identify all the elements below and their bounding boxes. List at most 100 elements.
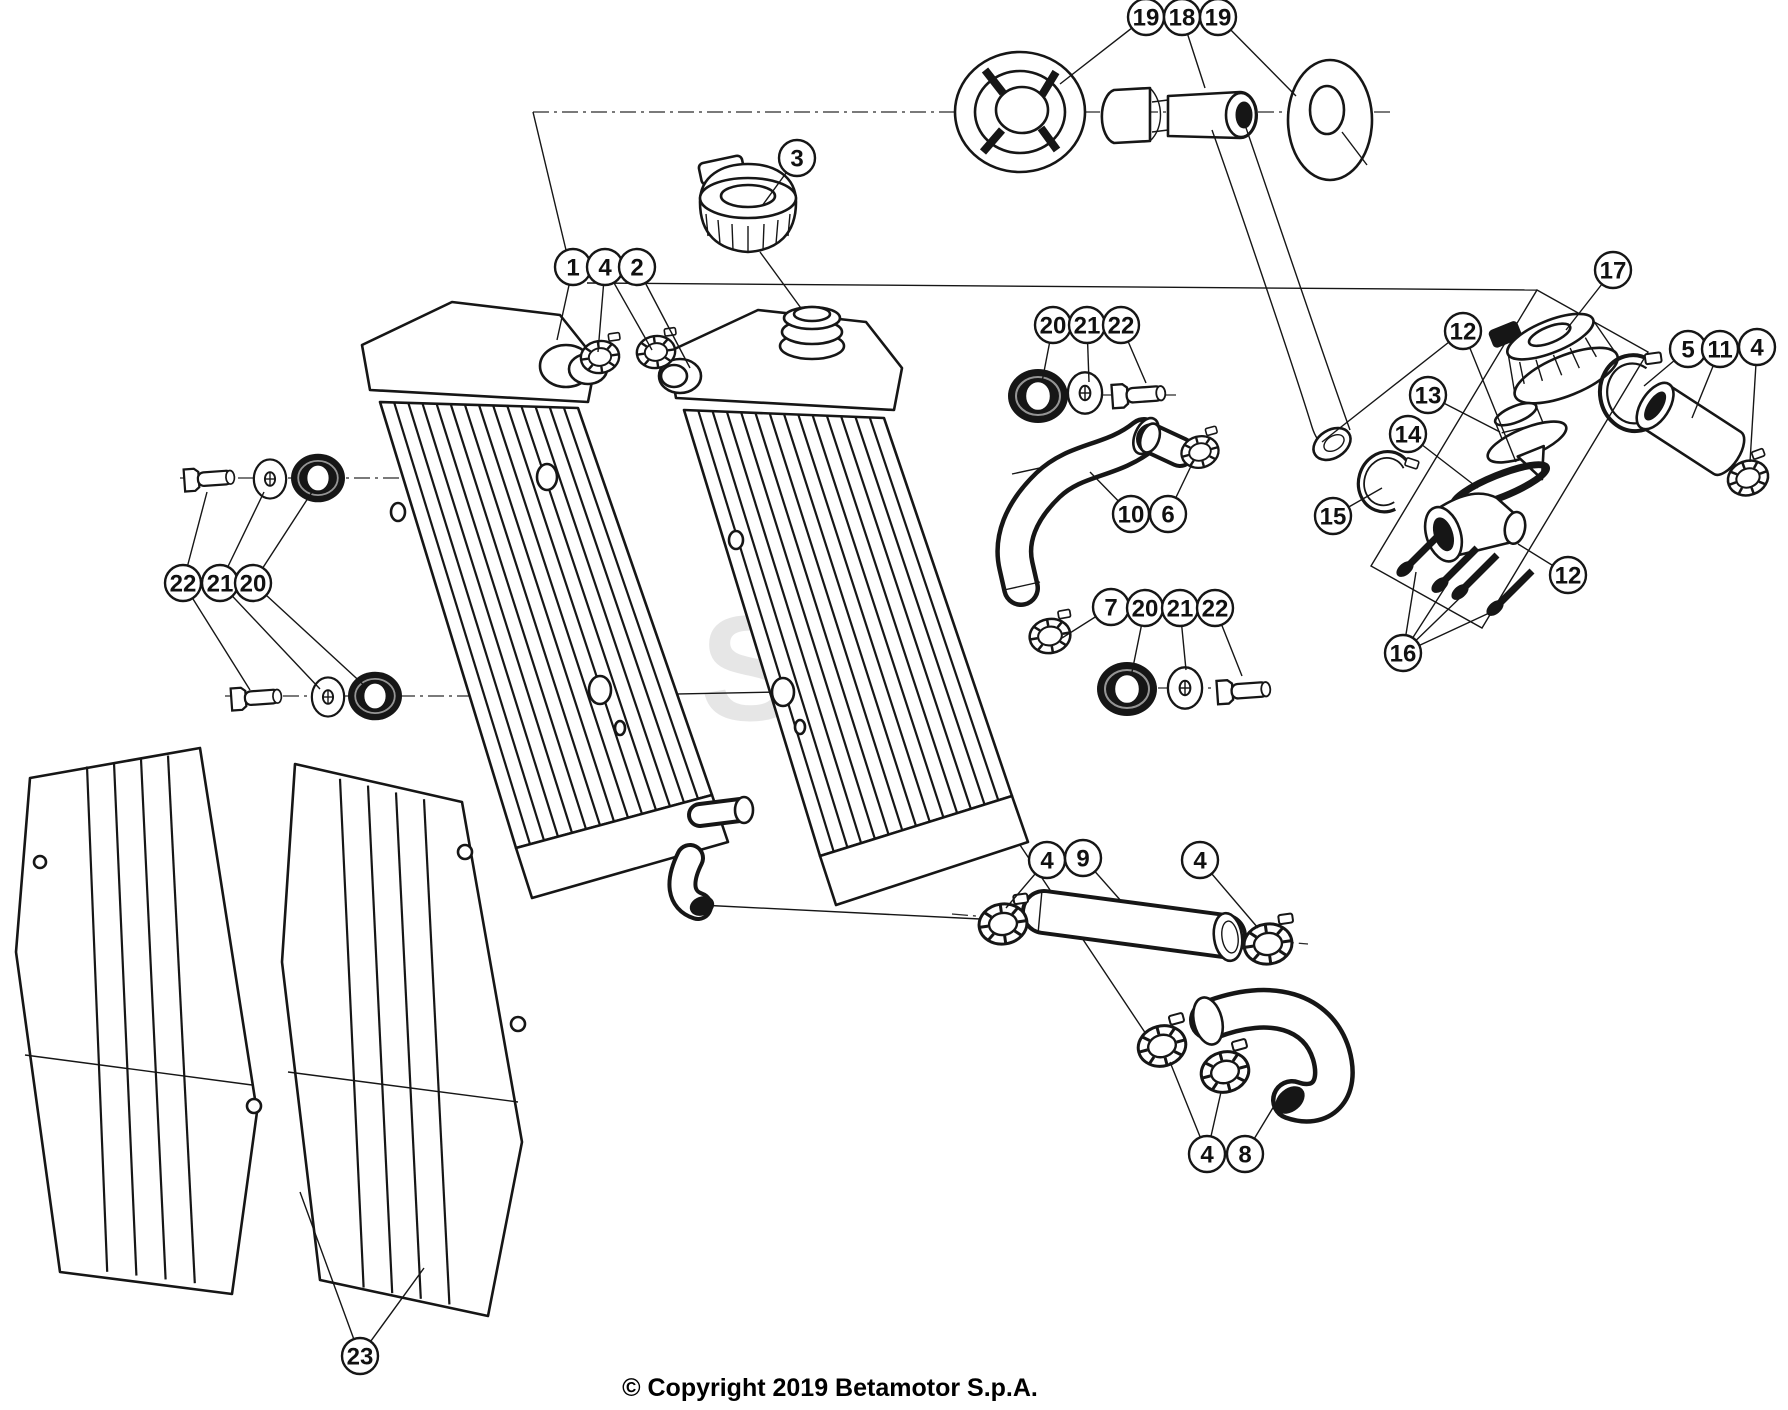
fin-line: [112, 762, 138, 1276]
fin-line: [562, 407, 700, 800]
callout-circle: [617, 247, 657, 287]
callout-number: 12: [1450, 319, 1477, 346]
mount-set-mid-right: [1095, 660, 1273, 718]
fin-line: [825, 415, 959, 814]
fin-line: [548, 406, 686, 803]
fin-line: [811, 414, 945, 818]
callout-number: 4: [1193, 848, 1207, 875]
callout-circle: [1195, 588, 1235, 628]
callout-circle: [777, 138, 817, 178]
callout-number: 1: [566, 255, 579, 282]
callout-22: 22: [1195, 588, 1235, 628]
callout-22: 22: [163, 563, 203, 603]
screw: [1448, 555, 1497, 603]
callout-number: 21: [1167, 596, 1194, 623]
fin-line: [768, 413, 904, 831]
hose-clamp-4d: [1238, 911, 1301, 969]
thermostat-assembly: [1370, 289, 1649, 629]
hose-clamp-7: [1024, 607, 1078, 658]
callout-4: 4: [1027, 840, 1067, 880]
leader-line: [1462, 330, 1517, 463]
fin-line: [477, 404, 616, 822]
callout-2: 2: [617, 247, 657, 287]
callout-number: 17: [1600, 258, 1627, 285]
callout-22: 22: [1101, 305, 1141, 345]
callout-circle: [1063, 838, 1103, 878]
fin-line: [463, 404, 602, 826]
filler-cap-wheel: [953, 50, 1087, 174]
screw: [1393, 532, 1442, 580]
callout-number: 3: [790, 146, 803, 173]
mount-set-upper-right: [1006, 367, 1168, 425]
callout-number: 20: [1132, 596, 1159, 623]
fin-line: [139, 759, 167, 1280]
fin-line: [868, 417, 1000, 801]
filler-neck-disc: [1286, 58, 1374, 182]
fin-line: [711, 410, 849, 848]
callout-number: 19: [1205, 5, 1232, 32]
callout-circle: [1548, 555, 1588, 595]
callout-circle: [340, 1336, 380, 1376]
radiator-left: [360, 300, 755, 921]
callout-7: 7: [1091, 587, 1131, 627]
copyright-notice: © Copyright 2019 Betamotor S.p.A.: [622, 1374, 1038, 1402]
callout-number: 2: [630, 255, 643, 282]
callout-number: 4: [1040, 848, 1054, 875]
callout-5: 5: [1668, 329, 1708, 369]
callout-number: 4: [1200, 1142, 1214, 1169]
callout-11: 11: [1700, 329, 1740, 369]
callout-number: 21: [207, 571, 234, 598]
radiator-cap: [697, 154, 798, 254]
callout-number: 22: [1108, 313, 1135, 340]
callout-circle: [1383, 633, 1423, 673]
callout-8: 8: [1225, 1134, 1265, 1174]
callout-15: 15: [1313, 496, 1353, 536]
callout-10: 10: [1111, 494, 1151, 534]
fin-line: [394, 792, 422, 1299]
callout-number: 9: [1076, 846, 1089, 873]
fin-line: [782, 413, 918, 827]
fin-line: [407, 402, 546, 841]
fin-line: [492, 405, 630, 819]
radiator-louver-right: [280, 762, 527, 1318]
fin-line: [797, 414, 931, 823]
callout-number: 15: [1320, 504, 1347, 531]
callout-number: 10: [1118, 502, 1145, 529]
callout-number: 11: [1707, 337, 1732, 364]
callout-20: 20: [1033, 305, 1073, 345]
pipe-fitting: [1136, 422, 1196, 468]
callout-3: 3: [777, 138, 817, 178]
callout-circle: [233, 563, 273, 603]
fin-line: [854, 416, 986, 805]
leader-line: [252, 582, 368, 689]
hose-11: [1635, 381, 1746, 477]
callout-1: 1: [553, 247, 593, 287]
callout-number: 16: [1390, 641, 1417, 668]
fin-line: [366, 785, 394, 1294]
callout-4: 4: [1180, 840, 1220, 880]
callout-4: 4: [585, 247, 625, 287]
callout-circle: [1737, 327, 1777, 367]
callout-number: 23: [347, 1344, 374, 1371]
thermostat-cap: [1488, 312, 1619, 405]
callout-circle: [1225, 1134, 1265, 1174]
fin-line: [166, 755, 196, 1284]
callout-4: 4: [1737, 327, 1777, 367]
fin-line: [422, 799, 451, 1305]
fin-line: [506, 405, 644, 815]
callout-number: 20: [240, 571, 267, 598]
callout-circle: [1101, 305, 1141, 345]
callout-20: 20: [1125, 588, 1165, 628]
callout-6: 6: [1148, 494, 1188, 534]
callout-12: 12: [1548, 555, 1588, 595]
hose-9: [1021, 889, 1247, 963]
callout-number: 18: [1169, 5, 1196, 32]
fin-line: [725, 411, 863, 844]
callout-number: 4: [598, 255, 612, 282]
callout-13: 13: [1408, 375, 1448, 415]
callout-circle: [1187, 1134, 1227, 1174]
callout-circle: [1180, 840, 1220, 880]
callout-circle: [1388, 414, 1428, 454]
